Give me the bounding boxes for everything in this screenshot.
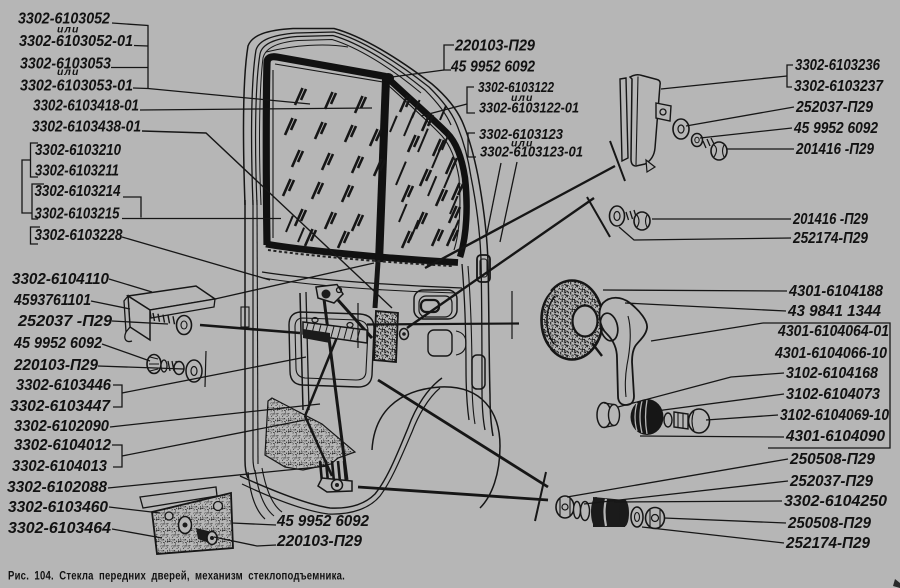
svg-text:250508-П29: 250508-П29 bbox=[787, 515, 871, 532]
svg-text:252037 -П29: 252037 -П29 bbox=[17, 313, 112, 330]
svg-text:4301-6104090: 4301-6104090 bbox=[785, 428, 885, 445]
svg-text:3302-6102088: 3302-6102088 bbox=[7, 479, 107, 496]
svg-text:220103-П29: 220103-П29 bbox=[454, 37, 535, 54]
svg-text:3302-6103446: 3302-6103446 bbox=[16, 377, 111, 394]
svg-text:3302-6103210: 3302-6103210 bbox=[35, 142, 121, 159]
svg-text:45 9952 6092: 45 9952 6092 bbox=[13, 335, 102, 352]
svg-text:3302-6103236: 3302-6103236 bbox=[795, 57, 880, 74]
svg-text:3302-6103122: 3302-6103122 bbox=[478, 79, 555, 96]
svg-text:3302-6102090: 3302-6102090 bbox=[14, 418, 109, 435]
svg-text:4301-6104064-01: 4301-6104064-01 bbox=[777, 323, 889, 340]
svg-text:3302-6104012: 3302-6104012 bbox=[14, 437, 111, 454]
svg-text:3302-6103228: 3302-6103228 bbox=[35, 227, 123, 244]
svg-text:3302-6103460: 3302-6103460 bbox=[8, 499, 108, 516]
svg-text:45 9952 6092: 45 9952 6092 bbox=[276, 513, 369, 530]
svg-text:3102-6104069-10: 3102-6104069-10 bbox=[780, 407, 889, 424]
svg-text:201416 -П29: 201416 -П29 bbox=[795, 141, 874, 158]
svg-text:3302-6103211: 3302-6103211 bbox=[35, 163, 119, 180]
svg-text:3302-6103052: 3302-6103052 bbox=[18, 11, 110, 28]
svg-text:3302-6103215: 3302-6103215 bbox=[35, 206, 120, 223]
svg-text:или: или bbox=[511, 92, 533, 104]
svg-text:3302-6103122-01: 3302-6103122-01 bbox=[479, 99, 579, 116]
svg-text:3302-6103053-01: 3302-6103053-01 bbox=[20, 78, 133, 95]
svg-text:или: или bbox=[511, 138, 533, 150]
svg-text:3302-6103052-01: 3302-6103052-01 bbox=[19, 33, 133, 50]
svg-text:3102-6104073: 3102-6104073 bbox=[786, 386, 880, 403]
svg-text:201416 -П29: 201416 -П29 bbox=[792, 211, 868, 228]
svg-text:220103-П29: 220103-П29 bbox=[13, 357, 98, 374]
svg-text:Рис. 104. Стекла передних двер: Рис. 104. Стекла передних дверей, механи… bbox=[8, 569, 345, 583]
svg-text:3302-6104250: 3302-6104250 bbox=[784, 493, 887, 510]
svg-text:4301-6104188: 4301-6104188 bbox=[788, 283, 883, 300]
svg-text:3302-6103237: 3302-6103237 bbox=[794, 78, 884, 95]
svg-text:45 9952 6092: 45 9952 6092 bbox=[793, 120, 878, 137]
svg-text:45 9952 6092: 45 9952 6092 bbox=[450, 58, 535, 75]
svg-text:252037-П29: 252037-П29 bbox=[795, 99, 873, 116]
svg-text:или: или bbox=[57, 66, 79, 78]
svg-text:3302-6103438-01: 3302-6103438-01 bbox=[32, 119, 141, 136]
svg-text:3302-6103464: 3302-6103464 bbox=[8, 520, 111, 537]
svg-text:3302-6103214: 3302-6103214 bbox=[35, 183, 121, 200]
svg-text:3302-6103123-01: 3302-6103123-01 bbox=[480, 143, 583, 160]
svg-text:250508-П29: 250508-П29 bbox=[789, 451, 875, 468]
svg-text:252174-П29: 252174-П29 bbox=[792, 230, 868, 247]
svg-text:252174-П29: 252174-П29 bbox=[785, 535, 870, 552]
svg-text:4593761101: 4593761101 bbox=[13, 292, 91, 309]
svg-text:3302-6103447: 3302-6103447 bbox=[10, 398, 111, 415]
svg-text:3302-6104013: 3302-6104013 bbox=[12, 458, 107, 475]
svg-text:3302-6103418-01: 3302-6103418-01 bbox=[33, 97, 139, 114]
svg-text:4301-6104066-10: 4301-6104066-10 bbox=[774, 345, 887, 362]
svg-text:3302-6103053: 3302-6103053 bbox=[20, 56, 111, 73]
svg-text:43 9841 1344: 43 9841 1344 bbox=[787, 303, 881, 320]
svg-text:220103-П29: 220103-П29 bbox=[276, 533, 362, 550]
svg-text:3302-6104110: 3302-6104110 bbox=[12, 271, 109, 288]
svg-text:или: или bbox=[57, 24, 79, 36]
svg-text:252037-П29: 252037-П29 bbox=[789, 473, 873, 490]
svg-text:3102-6104168: 3102-6104168 bbox=[786, 365, 878, 382]
svg-text:3302-6103123: 3302-6103123 bbox=[479, 126, 564, 143]
